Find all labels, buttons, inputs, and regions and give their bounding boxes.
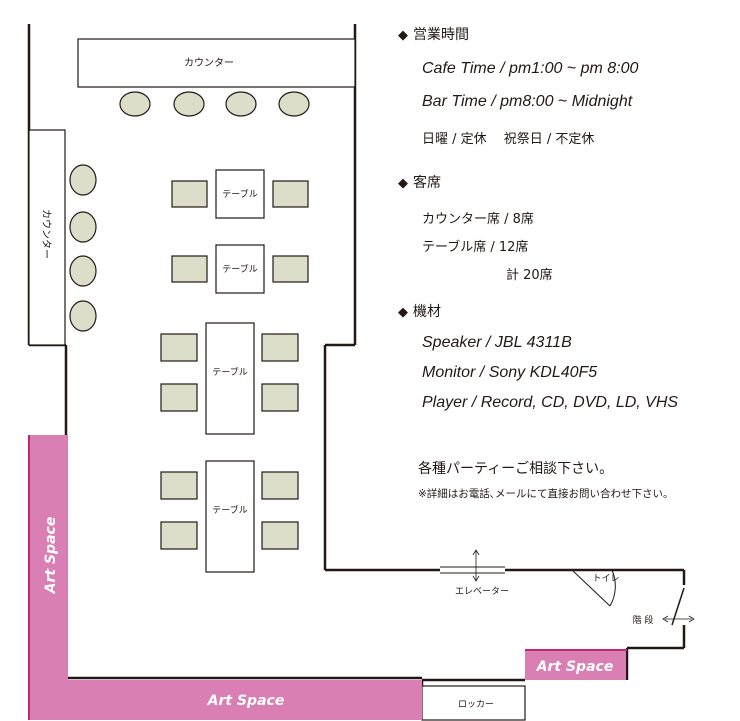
stairs-label: 階 段: [633, 614, 654, 626]
closed-days: 日曜 / 定休 祝祭日 / 不定休: [422, 132, 595, 147]
toilet-label: トイレ: [592, 574, 619, 584]
walls: [27, 24, 686, 686]
art-space-bottom: Art Space: [68, 676, 422, 720]
art-space-right: Art Space: [525, 649, 627, 680]
counter-top-label: カウンター: [184, 57, 234, 69]
svg-text:カウンター: カウンター: [40, 209, 52, 259]
diamond-icon: ◆: [398, 305, 408, 320]
table-2-label: テーブル: [222, 263, 257, 275]
table-4-label: テーブル: [212, 504, 247, 516]
table-4: テーブル: [160, 460, 299, 573]
stairs-door: [662, 587, 695, 626]
elevator-label: エレベーター: [455, 586, 509, 597]
locker-label: ロッカー: [458, 699, 494, 710]
equipment-player: Player / Record, CD, DVD, LD, VHS: [422, 394, 679, 411]
table-2: テーブル: [171, 244, 309, 294]
seats-table: テーブル席 / 12席: [422, 240, 529, 255]
art-space-left: Art Space: [28, 435, 68, 720]
seats-counter: カウンター席 / 8席: [422, 212, 534, 227]
equipment-heading: ◆機材: [398, 304, 441, 320]
table-1-label: テーブル: [222, 188, 257, 200]
toilet-door: [571, 569, 616, 607]
seats-total: 計 20席: [506, 268, 553, 283]
table-1: テーブル: [171, 169, 309, 219]
elevator-door: [440, 549, 505, 582]
bar-time: Bar Time / pm8:00 ~ Midnight: [422, 93, 633, 110]
art-space-bottom-label: Art Space: [207, 693, 285, 709]
counter-side: [28, 129, 66, 346]
counter-side-label: カウンター: [40, 209, 52, 259]
cafe-time: Cafe Time / pm1:00 ~ pm 8:00: [422, 60, 639, 77]
art-space-left-label: Art Space: [43, 517, 59, 595]
hours-heading: ◆営業時間: [398, 27, 469, 43]
counter-top: [77, 38, 356, 88]
stools-top: [119, 91, 310, 117]
diamond-icon: ◆: [398, 28, 408, 43]
seats-heading: ◆客席: [398, 175, 441, 191]
contact-note: ※詳細はお電話､メールにて直接お問い合わせ下さい。: [418, 488, 674, 500]
art-space-right-label: Art Space: [536, 659, 614, 675]
party-text: 各種パーティーご相談下さい。: [418, 461, 614, 477]
table-3: テーブル: [160, 322, 299, 435]
equipment-monitor: Monitor / Sony KDL40F5: [422, 364, 598, 381]
equipment-speaker: Speaker / JBL 4311B: [422, 334, 572, 351]
table-3-label: テーブル: [212, 366, 247, 378]
stools-side: [69, 164, 97, 332]
diamond-icon: ◆: [398, 176, 408, 191]
